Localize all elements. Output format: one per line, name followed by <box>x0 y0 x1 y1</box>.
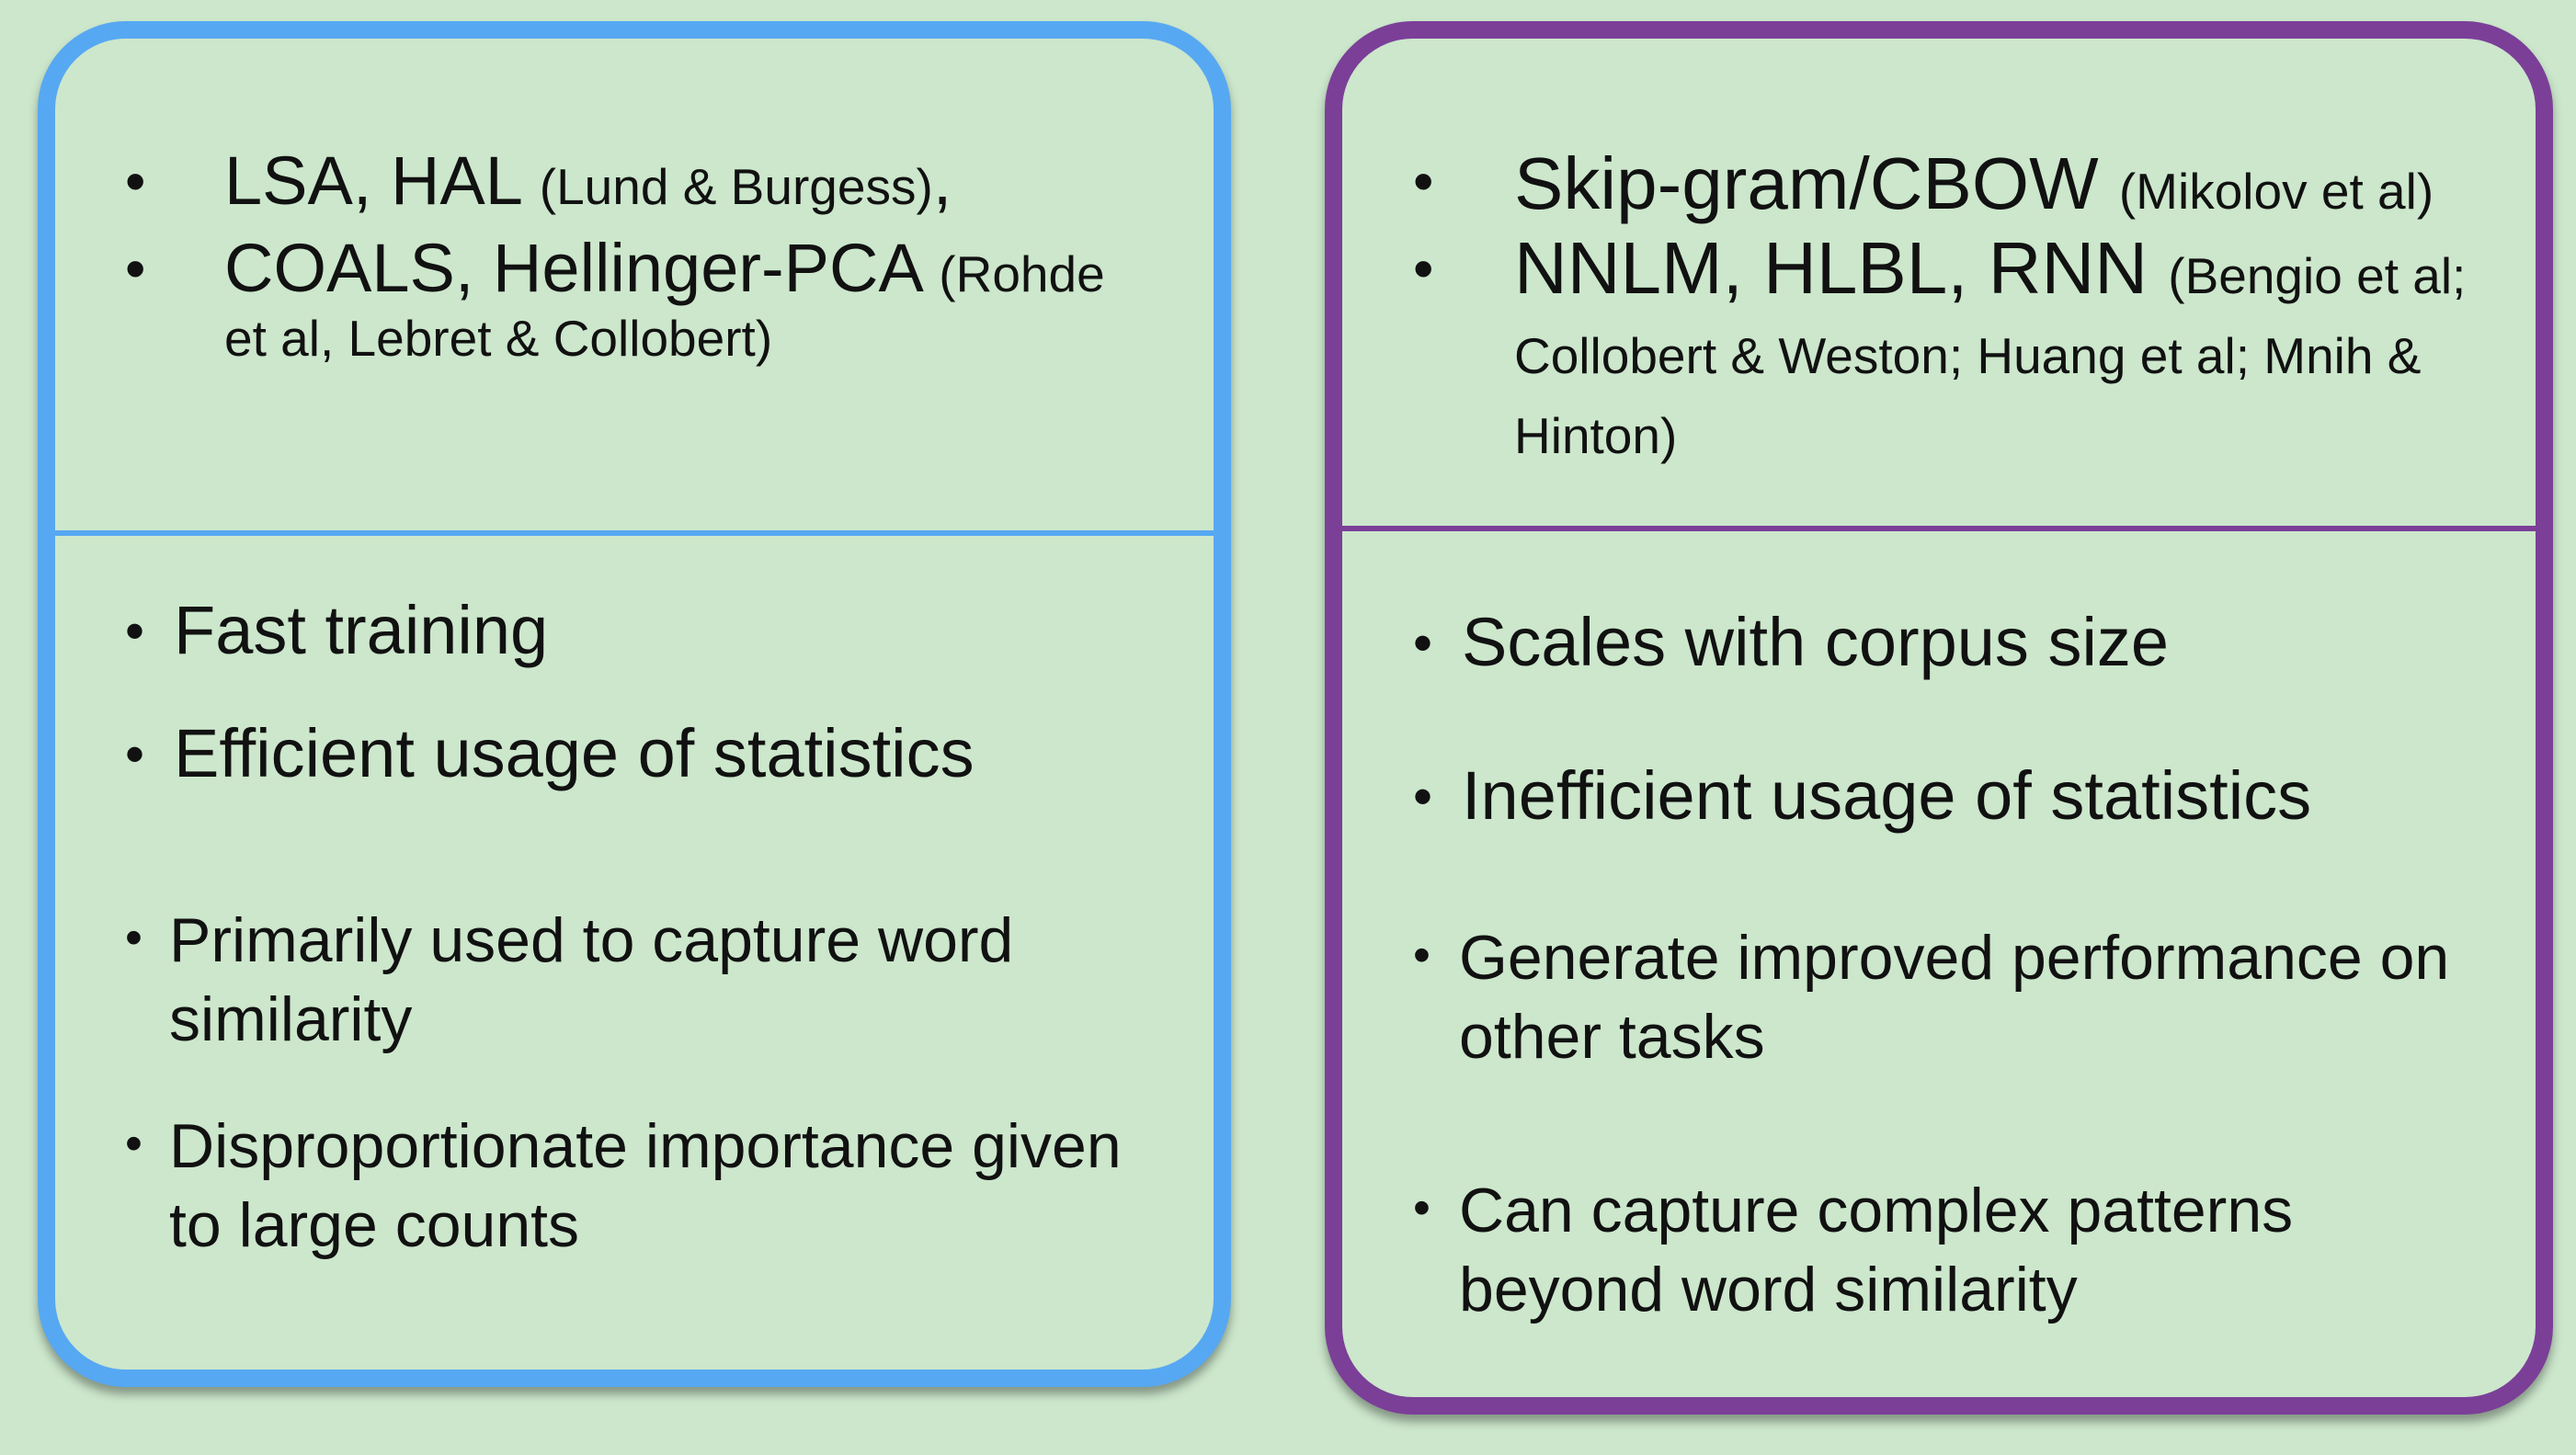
property-bullet: • Disproportionate importance given to l… <box>125 1108 1146 1265</box>
bullet-dot: • <box>125 235 146 301</box>
method-citation: (Bengio et al; Collobert & Weston; Huang… <box>1514 247 2467 464</box>
bullet-dot: • <box>125 910 142 965</box>
property-text: Scales with corpus size <box>1462 604 2170 680</box>
property-text: Generate improved performance on other t… <box>1459 923 2450 1072</box>
direct-prediction-methods-panel <box>1325 21 2553 1415</box>
bullet-dot: • <box>1413 612 1433 674</box>
bullet-dot: • <box>1413 927 1430 983</box>
bullet-dot: • <box>125 148 146 214</box>
method-name: LSA, HAL <box>224 142 540 219</box>
property-text: Primarily used to capture word similarit… <box>169 905 1014 1054</box>
method-bullet-skipgram: • Skip-gram/CBOW (Mikolov et al) <box>1413 142 2516 224</box>
count-based-methods-panel <box>38 21 1231 1387</box>
property-bullet: • Efficient usage of statistics <box>125 715 1182 792</box>
bullet-dot: • <box>1413 148 1434 214</box>
method-name: NNLM, HLBL, RNN <box>1514 227 2169 309</box>
method-citation: (Mikolov et al) <box>2118 163 2434 220</box>
property-bullet: • Scales with corpus size <box>1413 604 2498 681</box>
method-name: Skip-gram/CBOW <box>1514 142 2119 224</box>
panel-divider <box>55 530 1214 536</box>
property-bullet: • Can capture complex patterns beyond wo… <box>1413 1172 2452 1329</box>
property-bullet: • Inefficient usage of statistics <box>1413 757 2498 835</box>
property-text: Disproportionate importance given to lar… <box>169 1111 1122 1260</box>
method-bullet-coals: • COALS, Hellinger-PCA (Rohde et al, Leb… <box>125 232 1182 372</box>
panel-divider <box>1342 526 2536 531</box>
method-citation: (Rohde <box>939 245 1105 302</box>
property-text: Can capture complex patterns beyond word… <box>1459 1176 2294 1324</box>
method-citation: (Lund & Burgess) <box>539 158 933 215</box>
property-text: Fast training <box>174 592 549 668</box>
property-text: Inefficient usage of statistics <box>1462 757 2312 834</box>
method-bullet-lsa-hal: • LSA, HAL (Lund & Burgess), <box>125 144 1182 218</box>
bullet-dot: • <box>125 1116 142 1171</box>
property-bullet: • Primarily used to capture word similar… <box>125 902 1146 1059</box>
property-bullet: • Fast training <box>125 592 1182 669</box>
property-text: Efficient usage of statistics <box>174 715 975 791</box>
method-citation-continuation: et al, Lebret & Collobert) <box>224 309 773 367</box>
bullet-dot: • <box>1413 766 1433 827</box>
method-bullet-nnlm: • NNLM, HLBL, RNN (Bengio et al; Collobe… <box>1413 232 2525 472</box>
bullet-dot: • <box>125 600 145 662</box>
method-name: COALS, Hellinger-PCA <box>224 230 940 306</box>
bullet-dot: • <box>1413 235 1434 301</box>
method-punctuation: , <box>932 142 952 219</box>
bullet-dot: • <box>1413 1180 1430 1235</box>
property-bullet: • Generate improved performance on other… <box>1413 919 2452 1076</box>
bullet-dot: • <box>125 723 145 785</box>
